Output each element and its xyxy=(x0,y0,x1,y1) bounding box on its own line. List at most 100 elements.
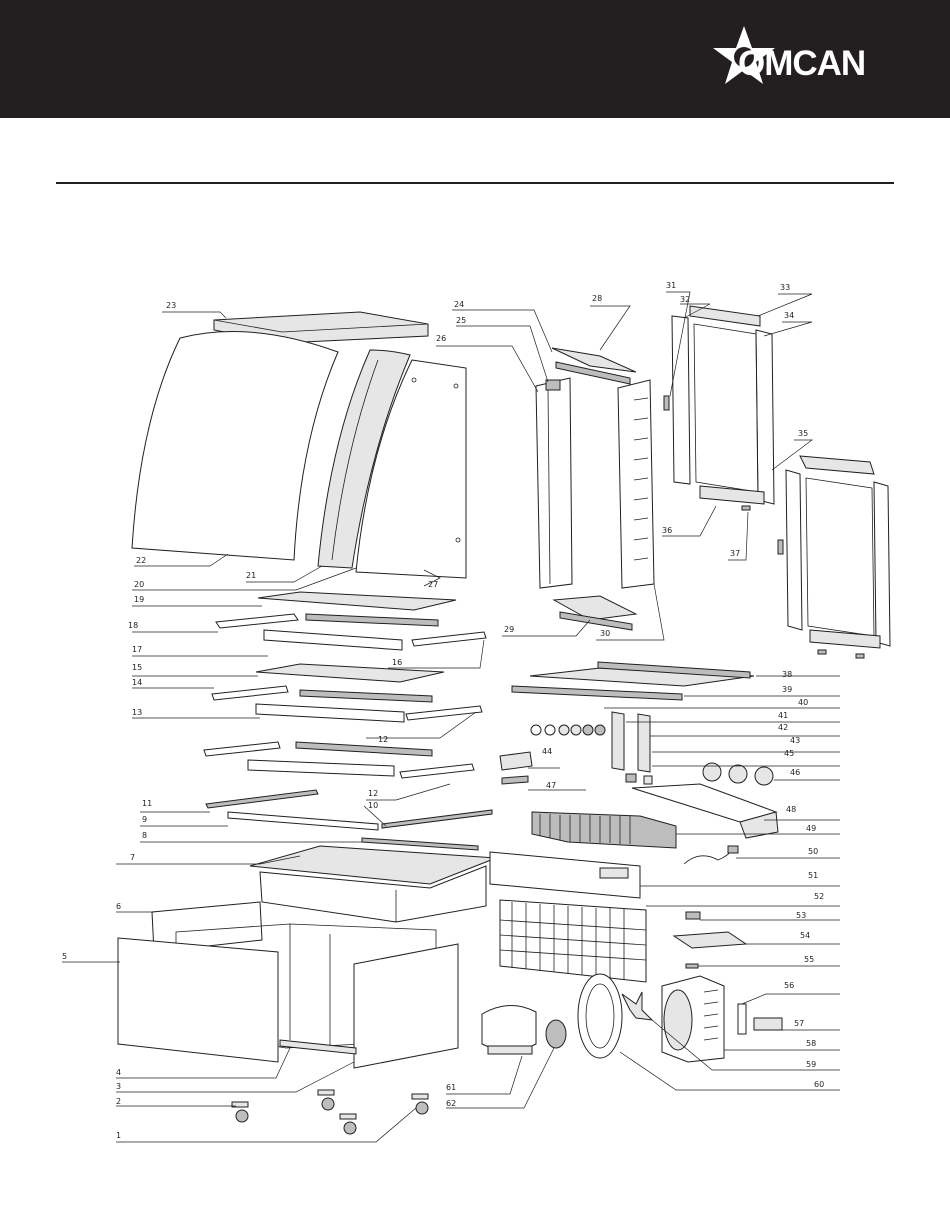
part-post-left xyxy=(536,378,572,588)
callout-62: 62 xyxy=(446,1099,456,1108)
part-door2-rail xyxy=(800,456,874,474)
callout-61: 61 xyxy=(446,1083,456,1092)
part-bracket-12b xyxy=(204,742,280,756)
callout-12b: 12 xyxy=(378,735,388,744)
callout-22: 22 xyxy=(136,556,146,565)
callout-10: 10 xyxy=(368,801,378,810)
part-side-panel-5 xyxy=(118,938,278,1062)
part-post-right xyxy=(618,380,654,588)
callout-59: 59 xyxy=(806,1060,816,1069)
callout-9: 9 xyxy=(142,815,147,824)
callout-55: 55 xyxy=(804,955,814,964)
part-fan-motor-62 xyxy=(546,1020,566,1048)
callout-7: 7 xyxy=(130,853,135,862)
part-caster-1 xyxy=(412,1094,428,1114)
callout-21: 21 xyxy=(246,571,256,580)
callout-20: 20 xyxy=(134,580,144,589)
part-bracket-18 xyxy=(216,614,298,628)
callout-44: 44 xyxy=(542,747,552,756)
callout-5: 5 xyxy=(62,952,67,961)
part-caster-b xyxy=(340,1114,356,1134)
callout-54: 54 xyxy=(800,931,810,940)
part-rail-11 xyxy=(206,790,318,808)
callout-17: 17 xyxy=(132,645,142,654)
part-door2-frame-right xyxy=(874,482,890,646)
callout-60: 60 xyxy=(814,1080,824,1089)
part-door-glass xyxy=(694,324,758,492)
part-door-frame-right-34 xyxy=(756,330,774,504)
callout-25: 25 xyxy=(456,316,466,325)
callout-49: 49 xyxy=(806,824,816,833)
part-shelf-15 xyxy=(256,664,444,682)
callout-36: 36 xyxy=(662,526,672,535)
callout-16: 16 xyxy=(392,658,402,667)
part-bracket-44 xyxy=(500,752,532,770)
callout-6: 6 xyxy=(116,902,121,911)
callout-41: 41 xyxy=(778,711,788,720)
callout-46: 46 xyxy=(790,768,800,777)
callout-28: 28 xyxy=(592,294,602,303)
part-grommets-40 xyxy=(531,725,605,735)
callout-18: 18 xyxy=(128,621,138,630)
callout-13: 13 xyxy=(132,708,142,717)
part-door2-bottom xyxy=(810,630,880,648)
callout-50: 50 xyxy=(808,847,818,856)
part-door-frame-left-32 xyxy=(672,316,690,484)
callout-45: 45 xyxy=(784,749,794,758)
callout-29: 29 xyxy=(504,625,514,634)
part-door2-frame-left xyxy=(786,470,802,630)
callout-38: 38 xyxy=(782,670,792,679)
callout-34: 34 xyxy=(784,311,794,320)
part-caster-a xyxy=(318,1090,334,1110)
callout-32: 32 xyxy=(680,295,690,304)
callout-4: 4 xyxy=(116,1068,121,1077)
callout-43: 43 xyxy=(790,736,800,745)
part-shelf-front-17 xyxy=(264,630,402,650)
callout-2: 2 xyxy=(116,1097,121,1106)
part-base-4 xyxy=(280,1040,356,1054)
callout-3: 3 xyxy=(116,1082,121,1091)
part-shelf-rail xyxy=(306,614,438,626)
part-condenser-58 xyxy=(662,976,724,1062)
callout-37: 37 xyxy=(730,549,740,558)
callout-8: 8 xyxy=(142,831,147,840)
part-relay-53 xyxy=(686,912,700,919)
callout-51: 51 xyxy=(808,871,818,880)
callout-56: 56 xyxy=(784,981,794,990)
part-bracket-16 xyxy=(412,632,486,646)
callout-11: 11 xyxy=(142,799,152,808)
callout-42: 42 xyxy=(778,723,788,732)
callout-48: 48 xyxy=(786,805,796,814)
callout-33: 33 xyxy=(780,283,790,292)
part-front-panel-3 xyxy=(354,944,458,1068)
part-drier-56 xyxy=(738,1004,746,1034)
callout-30: 30 xyxy=(600,629,610,638)
callout-27: 27 xyxy=(428,580,438,589)
callout-40: 40 xyxy=(798,698,808,707)
part-shelf-19 xyxy=(258,592,456,610)
part-door-bottom-36 xyxy=(700,486,764,504)
callout-58: 58 xyxy=(806,1039,816,1048)
callout-24: 24 xyxy=(454,300,464,309)
part-bracket-41 xyxy=(612,712,624,770)
part-grille-52 xyxy=(500,900,646,982)
part-fan-blade-59 xyxy=(622,992,652,1020)
part-bracket-47 xyxy=(502,776,528,784)
part-clip-55 xyxy=(686,964,698,968)
callout-12a: 12 xyxy=(368,789,378,798)
part-fan-shroud-60 xyxy=(578,974,622,1058)
callout-53: 53 xyxy=(796,911,806,920)
part-rail-8 xyxy=(362,838,478,850)
part-grill-39 xyxy=(512,686,682,700)
callout-26: 26 xyxy=(436,334,446,343)
part-bracket-12a xyxy=(406,706,482,720)
part-curved-glass-left xyxy=(132,332,338,560)
callout-23: 23 xyxy=(166,301,176,310)
part-bracket-12c xyxy=(400,764,474,778)
part-bracket-42 xyxy=(638,714,650,772)
part-compressor-61 xyxy=(482,1005,536,1054)
part-power-cord-50 xyxy=(684,850,732,864)
callout-52: 52 xyxy=(814,892,824,901)
callout-35: 35 xyxy=(798,429,808,438)
